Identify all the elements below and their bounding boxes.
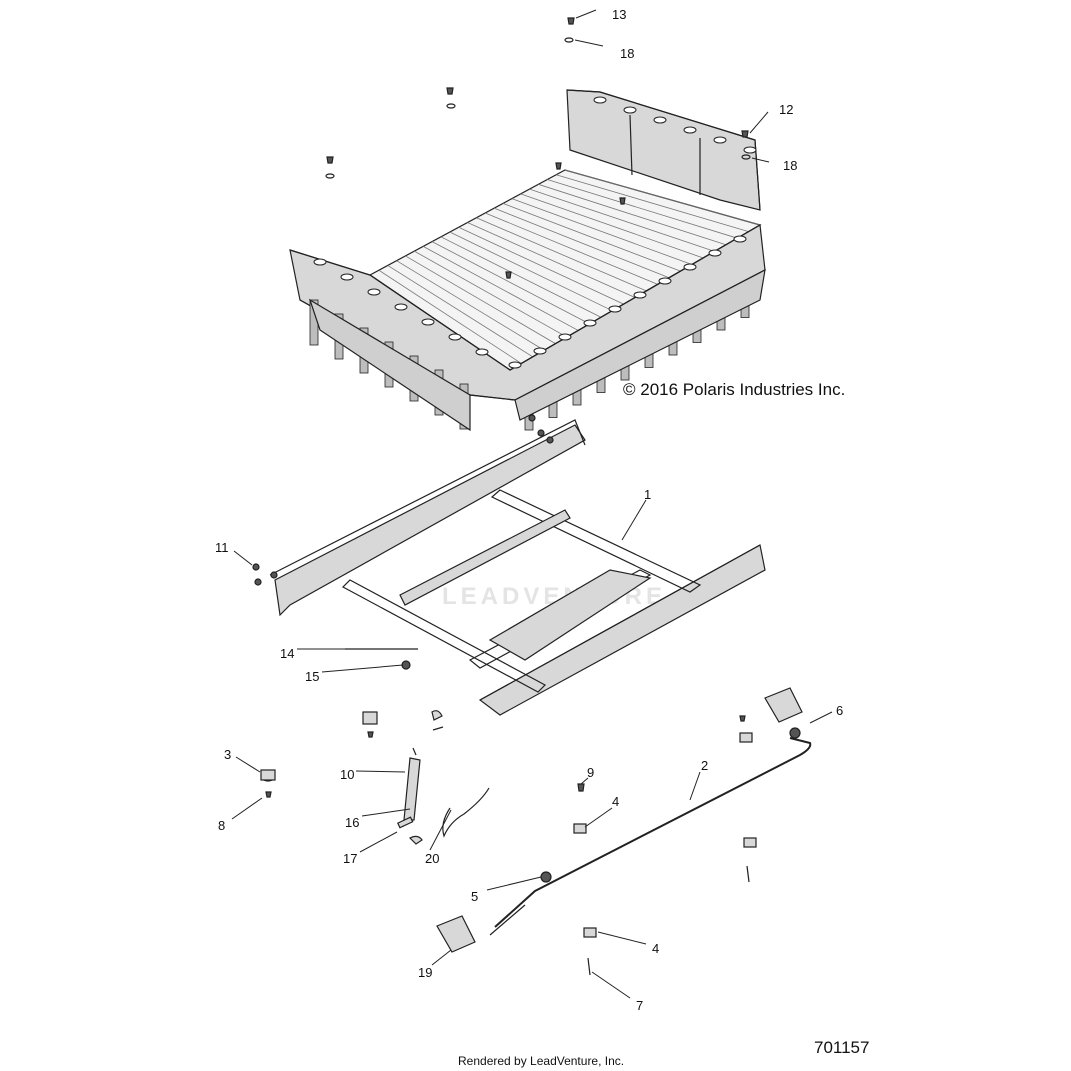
- callout-leader: [584, 807, 613, 828]
- rim-hole: [593, 96, 607, 104]
- callout-leader: [355, 770, 406, 773]
- rim-hole: [340, 273, 354, 281]
- rim-hole: [658, 277, 672, 285]
- callout-number: 18: [783, 158, 797, 173]
- callout-number: 6: [836, 703, 843, 718]
- floor-rib: [538, 183, 727, 246]
- floor-rib: [511, 198, 692, 265]
- callout-number: 8: [218, 818, 225, 833]
- rim-hole: [508, 361, 522, 369]
- rim-hole: [367, 288, 381, 296]
- callout-leader: [597, 931, 647, 945]
- rim-hole: [533, 347, 547, 355]
- callout-number: 1: [644, 487, 651, 502]
- callout-number: 3: [224, 747, 231, 762]
- rim-hole: [653, 116, 667, 124]
- callout-number: 12: [779, 102, 793, 117]
- rim-hole: [623, 106, 637, 114]
- rim-hole: [394, 303, 408, 311]
- floor-rib: [422, 246, 579, 331]
- callout-number: 13: [612, 7, 626, 22]
- floor-rib: [440, 236, 602, 318]
- box-fasteners: [325, 17, 751, 279]
- floor-rib: [485, 212, 658, 285]
- rim-hole: [733, 235, 747, 243]
- callout-number: 4: [652, 941, 659, 956]
- floor-rib: [431, 241, 590, 325]
- callout-number: 4: [612, 794, 619, 809]
- drawing-number: 701157: [814, 1038, 870, 1057]
- rim-hole: [475, 348, 489, 356]
- callout-leader: [235, 756, 261, 773]
- floor-rib: [502, 203, 681, 272]
- floor-rib: [467, 222, 636, 298]
- callout-leader: [321, 664, 404, 673]
- copyright-text: © 2016 Polaris Industries Inc.: [623, 380, 846, 399]
- callout-leader: [233, 550, 253, 566]
- floor-rib: [378, 269, 522, 364]
- rim-hole: [743, 146, 757, 154]
- callout-number: 7: [636, 998, 643, 1013]
- callout-number: 11: [215, 540, 229, 555]
- floor-rib: [564, 169, 761, 226]
- floor-rib: [414, 250, 568, 338]
- rim-hole: [313, 258, 327, 266]
- floor-rib: [476, 217, 647, 292]
- callout-number: 14: [280, 646, 294, 661]
- floor-rib: [396, 260, 545, 351]
- callout-number: 5: [471, 889, 478, 904]
- callout-leader: [359, 831, 398, 853]
- callout-leader: [486, 876, 542, 891]
- floor-rib: [520, 193, 704, 259]
- callout-leader: [574, 39, 604, 47]
- callout-number: 19: [418, 965, 432, 980]
- rim-hole: [583, 319, 597, 327]
- callout-leader: [231, 797, 263, 820]
- floor-rib: [458, 226, 624, 305]
- cargo-box: [289, 89, 766, 432]
- callout-number: 18: [620, 46, 634, 61]
- floor-rib: [529, 188, 715, 252]
- frame-fasteners: [252, 414, 554, 670]
- rim-hole: [708, 249, 722, 257]
- callout-leader: [431, 949, 452, 966]
- rim-hole: [683, 126, 697, 134]
- callout-number: 2: [701, 758, 708, 773]
- floor-rib: [556, 174, 749, 232]
- rendered-by-credit: Rendered by LeadVenture, Inc.: [458, 1054, 625, 1068]
- floor-rib: [449, 231, 613, 312]
- callout-number: 17: [343, 851, 357, 866]
- callout-leader: [689, 771, 701, 801]
- callout-leader: [361, 808, 411, 817]
- lower-hardware: [260, 687, 812, 976]
- rim-hole: [713, 136, 727, 144]
- callout-leader: [429, 809, 452, 851]
- rim-hole: [683, 263, 697, 271]
- callout-number: 16: [345, 815, 359, 830]
- callout-leader: [591, 971, 631, 999]
- callout-leader: [621, 499, 647, 541]
- callout-leader: [809, 711, 833, 724]
- callout-number: 9: [587, 765, 594, 780]
- callout-leader: [575, 9, 597, 19]
- floor-rib: [547, 179, 738, 239]
- floor-rib: [405, 255, 556, 344]
- callout-leader: [749, 111, 769, 134]
- floor-rib: [493, 207, 670, 279]
- rim-hole: [448, 333, 462, 341]
- callout-number: 10: [340, 767, 354, 782]
- rim-hole: [608, 305, 622, 313]
- callout-number: 20: [425, 851, 439, 866]
- callout-leader: [751, 157, 770, 163]
- callout-number: 15: [305, 669, 319, 684]
- callout-leader: [580, 777, 589, 785]
- rim-hole: [633, 291, 647, 299]
- floor-rib: [387, 265, 533, 358]
- rim-hole: [421, 318, 435, 326]
- rim-hole: [558, 333, 572, 341]
- box-frame: [269, 419, 766, 716]
